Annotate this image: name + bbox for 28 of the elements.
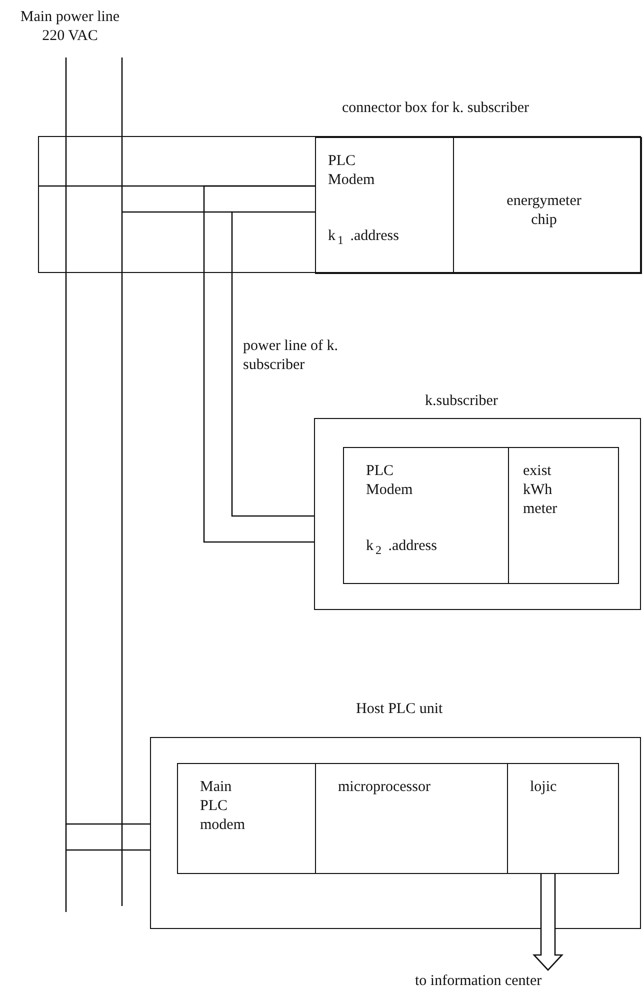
block-box [177,763,316,874]
block-box [453,137,642,274]
block-label: lojic [530,778,558,797]
block-box [507,763,619,874]
line-label: power line of k. subscriber [243,337,339,374]
box-heading: connector box for k. subscriber [342,99,530,118]
power-wire [203,185,315,543]
block-label: PLC Modem [366,462,414,500]
block-label: energymeter chip [506,192,582,230]
block-label: k$_{1}$ .address [328,227,400,248]
power-wire [121,58,150,851]
text-label: to information center [415,972,543,991]
hollow-arrow [532,873,564,971]
block-label: PLC Modem [328,152,376,190]
block-box [508,447,619,584]
power-wire [231,211,315,517]
block-box [315,763,508,874]
block-box [315,137,454,274]
power-wire [38,185,315,187]
text-label: Main power line 220 VAC [19,8,121,46]
block-label: k$_{2}$ .address [366,537,438,558]
block-box [343,447,509,584]
box-heading: k.subscriber [425,392,499,411]
block-label: Main PLC modem [200,778,246,834]
block-label: exist kWh meter [523,462,558,518]
power-wire [65,58,150,825]
box-heading: Host PLC unit [356,700,444,719]
block-label: microprocessor [338,778,432,797]
